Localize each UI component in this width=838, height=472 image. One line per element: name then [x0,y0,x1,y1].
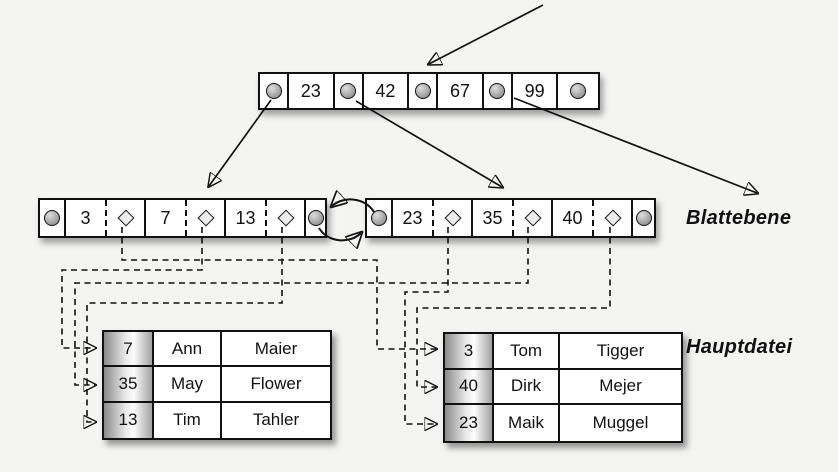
left-leaf-node: 3 7 13 [38,198,327,238]
root-pointer-2 [335,74,364,108]
record-firstname-cell: Tim [154,402,222,438]
pointer-circle-icon [340,83,357,99]
dashed-divider [432,200,434,236]
record-lastname-cell: Tahler [252,410,300,430]
root-key: 23 [300,80,321,101]
record-firstname-cell: May [154,367,222,403]
record-key-cell: 3 [445,334,494,370]
record-key-cell: 40 [445,369,494,406]
leaf-level-label: Blattebene [686,207,792,229]
root-key-cell: 42 [364,74,410,108]
record-lastname-cell: Maier [222,332,330,368]
connector-key-23-to-right-table [404,227,449,424]
root-key: 99 [524,80,545,101]
record-lastname-cell: Flower [222,367,330,403]
record-lastname-cell: Mejer [560,370,681,406]
record-pointer-diamond-icon [444,209,461,227]
main-file-label: Hauptdatei [686,336,793,358]
leaf-key: 23 [402,207,423,228]
record-lastname-cell: Tigger [560,334,681,370]
pointer-circle-icon [371,210,387,226]
record-pointer-diamond-icon [277,209,294,227]
record-key-cell: 7 [104,332,154,368]
root-key-cell: 67 [438,74,484,108]
right-leaf-node: 23 35 40 [365,198,656,238]
record-lastname-cell: Muggel [592,413,649,433]
record-firstname-cell: Maik [494,405,560,441]
arrow-root-p2-to-right-leaf [355,100,502,187]
root-key: 42 [375,80,396,101]
root-pointer-3 [409,74,439,108]
dashed-divider [265,200,267,236]
leaf-key-cell: 40 [553,200,633,236]
root-key-cell: 23 [289,74,335,108]
pointer-circle-icon [44,210,60,226]
leaf-key-cell: 13 [226,200,306,236]
main-file-table-right: 3 Tom Tigger 40 Dirk Mejer 23 Maik Mugge… [443,332,683,443]
leaf-key-cell: 23 [393,200,473,236]
leaf-key: 13 [235,207,256,228]
dashed-divider [592,200,594,236]
root-pointer-1 [260,74,289,108]
root-pointer-5 [558,74,598,108]
arrow-root-p4-to-next-node [513,97,757,193]
pointer-circle-icon [265,83,282,99]
root-pointer-4 [484,74,513,108]
pointer-circle-icon [570,83,587,99]
root-key: 67 [450,80,471,101]
leaf-prev-pointer [367,200,393,236]
leaf-key-cell: 3 [66,200,146,236]
main-file-table-left: 7 Ann Maier 35 May Flower 13 Tim Tahler [102,330,332,440]
leaf-key: 40 [562,207,583,228]
leaf-key-cell: 35 [473,200,553,236]
arrow-root-p1-to-left-leaf [209,99,272,186]
record-pointer-diamond-icon [524,209,541,227]
record-firstname-cell: Tom [494,334,560,370]
record-pointer-diamond-icon [604,209,621,227]
leaf-key: 35 [482,207,503,228]
record-pointer-diamond-icon [117,209,134,227]
leaf-key: 3 [80,207,91,228]
dashed-divider [512,200,514,236]
leaf-next-pointer [306,200,325,236]
leaf-key-cell: 7 [146,200,226,236]
leaf-key: 7 [160,207,171,228]
root-key-cell: 99 [513,74,559,108]
dashed-divider [105,200,107,236]
pointer-circle-icon [489,83,506,99]
record-key-cell: 23 [445,405,494,441]
record-key-cell: 13 [104,402,154,438]
pointer-circle-icon [307,210,324,226]
leaf-next-pointer [633,200,654,236]
record-firstname-cell: Dirk [494,369,560,406]
record-key-cell: 35 [104,367,154,403]
leaf-prev-pointer [40,200,66,236]
record-firstname-cell: Ann [154,332,222,368]
pointer-circle-icon [414,83,431,99]
record-pointer-diamond-icon [197,209,214,227]
arrow-entry-to-root [429,4,544,64]
pointer-circle-icon [635,210,652,226]
root-node: 23 42 67 99 [258,72,600,110]
dashed-divider [185,200,187,236]
